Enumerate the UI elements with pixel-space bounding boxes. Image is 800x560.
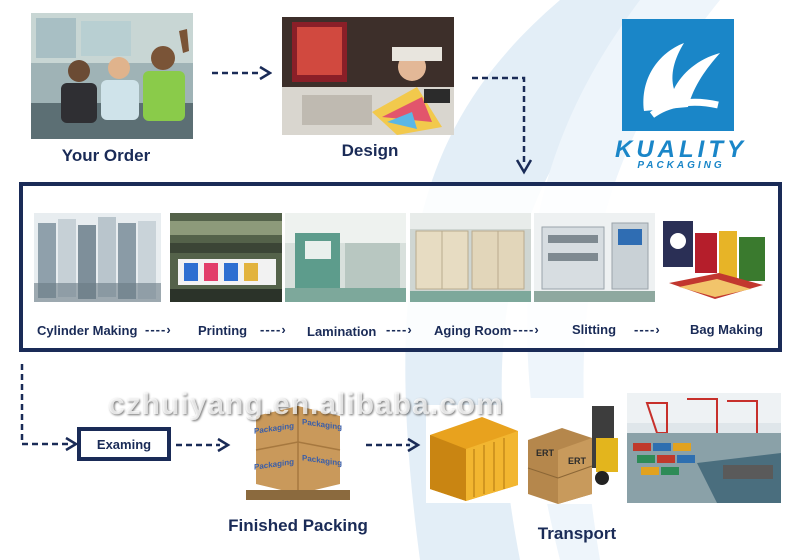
crate-text-2: ERT (568, 456, 586, 466)
your-order-caption: Your Order (61, 146, 151, 165)
watermark: czhuiyang.en.alibaba.com (108, 388, 504, 421)
step-arrow-5: ----› (634, 322, 661, 337)
step-arrow-4: ----› (513, 322, 540, 337)
logo-mark (622, 19, 734, 131)
dashed-arrow-design-to-process (472, 76, 533, 175)
finished-packing-photo: Packaging Packaging Packaging Packaging (236, 394, 360, 504)
printing-photo (170, 213, 282, 302)
dashed-arrow-examing-to-packing (176, 437, 231, 453)
step-slitting: Slitting (572, 322, 617, 337)
dashed-arrow-process-to-examing (20, 364, 79, 452)
cylinder-making-photo (34, 213, 161, 302)
company-logo: KUALITY PACKAGING (596, 19, 766, 174)
dashed-arrow-order-to-design (212, 65, 272, 81)
finished-packing-caption: Finished Packing (228, 516, 368, 535)
step-arrow-3: ----› (386, 322, 413, 337)
forklift-photo: ERT ERT (522, 398, 622, 504)
port-photo (627, 393, 781, 503)
step-cylinder-making: Cylinder Making (37, 323, 138, 338)
dashed-arrow-packing-to-transport (366, 437, 421, 453)
step-printing: Printing (198, 323, 248, 338)
slitting-photo (534, 213, 655, 302)
your-order-photo (31, 13, 193, 139)
crate-text-1: ERT (536, 448, 554, 458)
step-lamination: Lamination (307, 324, 377, 339)
design-caption: Design (341, 141, 399, 160)
logo-brand: KUALITY (615, 136, 747, 163)
examing-box: Examing (77, 427, 171, 461)
design-photo (282, 17, 454, 135)
transport-caption: Transport (537, 524, 617, 543)
logo-tagline: PACKAGING (637, 160, 725, 171)
step-arrow-1: ----› (145, 322, 172, 337)
aging-room-photo (410, 213, 531, 302)
step-aging-room: Aging Room (434, 323, 512, 338)
examing-label: Examing (96, 436, 152, 452)
shipping-container-photo (426, 405, 522, 503)
step-bag-making: Bag Making (690, 322, 763, 337)
step-arrow-2: ----› (260, 322, 287, 337)
bag-making-photo (659, 213, 772, 302)
lamination-photo (285, 213, 406, 302)
